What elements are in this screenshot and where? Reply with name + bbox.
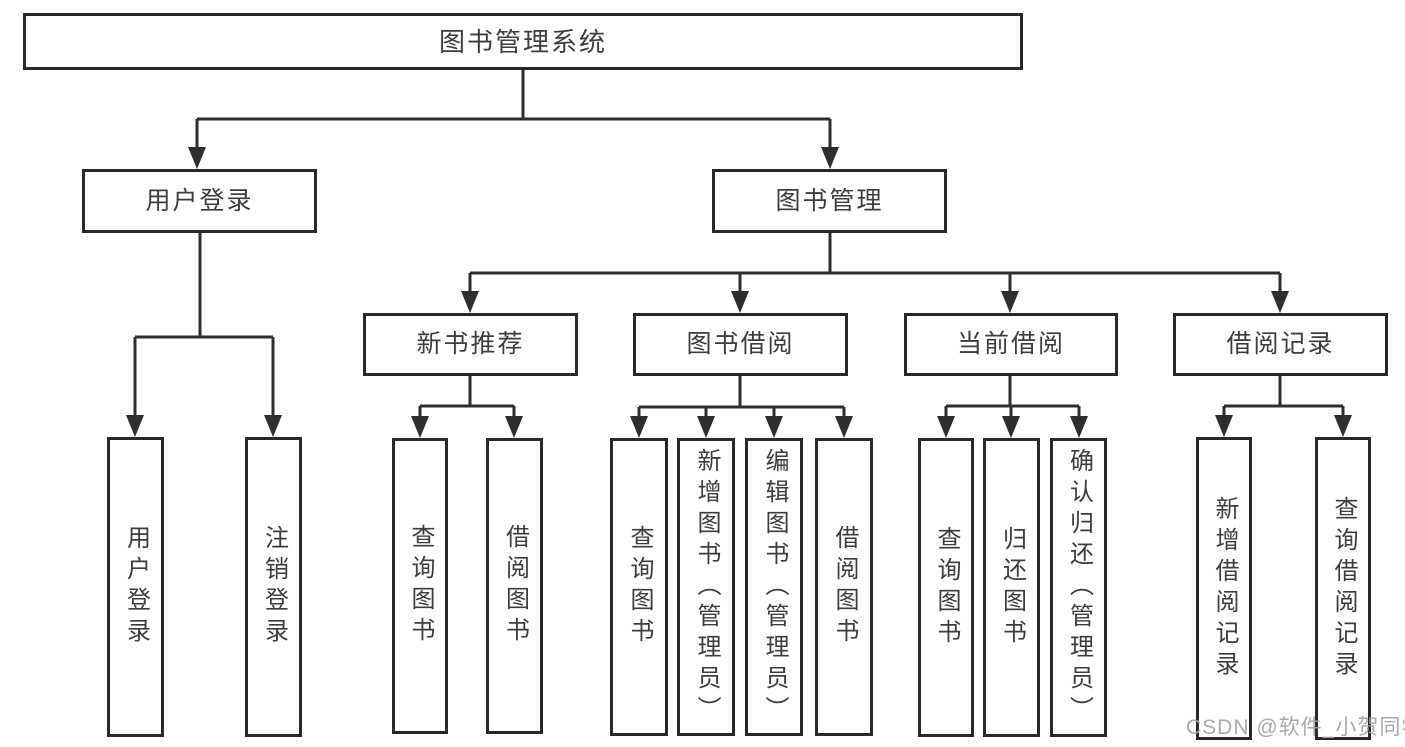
leaf-br-query-record: 查询借阅记录 bbox=[1315, 437, 1371, 740]
node-new-book-recommend: 新书推荐 bbox=[363, 313, 578, 376]
node-current-borrowing: 当前借阅 bbox=[904, 313, 1118, 376]
leaf-bb-borrow-books: 借阅图书 bbox=[815, 438, 873, 736]
leaf-bb-add-books-admin: 新增图书（管理员） bbox=[677, 438, 735, 736]
leaf-bb-edit-books-admin: 编辑图书（管理员） bbox=[745, 438, 803, 736]
node-borrowing-records: 借阅记录 bbox=[1173, 313, 1388, 376]
node-library-management-system: 图书管理系统 bbox=[23, 13, 1023, 70]
leaf-cb-confirm-return-admin: 确认归还（管理员） bbox=[1050, 438, 1107, 737]
leaf-nbr-query-books: 查询图书 bbox=[392, 438, 448, 734]
leaf-nbr-borrow-books: 借阅图书 bbox=[486, 438, 543, 734]
leaf-logout: 注销登录 bbox=[245, 437, 302, 737]
node-user-login-module: 用户登录 bbox=[82, 169, 317, 233]
leaf-bb-query-books: 查询图书 bbox=[610, 438, 668, 736]
leaf-br-add-record: 新增借阅记录 bbox=[1196, 437, 1252, 740]
leaf-cb-return-books: 归还图书 bbox=[983, 438, 1040, 737]
node-book-borrowing: 图书借阅 bbox=[633, 313, 848, 376]
csdn-watermark: CSDN @软件_小贺同学 bbox=[1186, 716, 1405, 739]
node-book-management-module: 图书管理 bbox=[712, 169, 947, 233]
leaf-cb-query-books: 查询图书 bbox=[918, 438, 974, 737]
leaf-user-login: 用户登录 bbox=[107, 437, 164, 737]
